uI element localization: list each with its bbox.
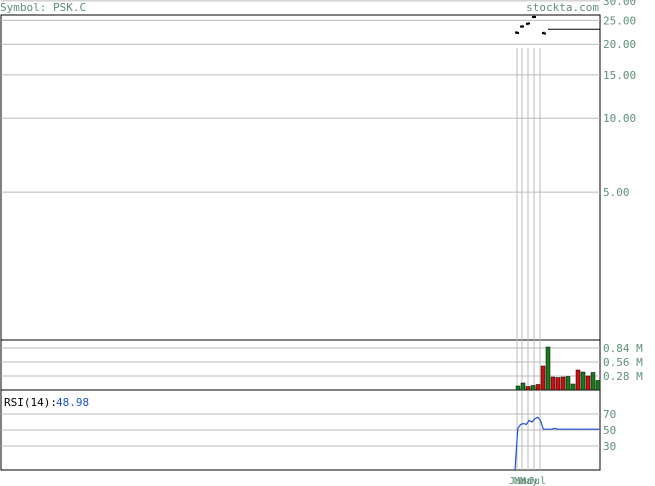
rsi-axis: 30 50 70	[603, 408, 616, 453]
volume-tick-label: 0.56 M	[603, 356, 643, 369]
price-tick-label: 10.00	[603, 112, 636, 125]
x-tick-label: Jul	[528, 476, 546, 486]
rsi-tick-label: 70	[603, 408, 616, 421]
rsi-label: RSI(14):	[4, 396, 57, 409]
x-tick-label: Mar	[514, 476, 532, 486]
volume-bar	[540, 365, 546, 391]
price-tick-label: 15.00	[603, 69, 636, 82]
volume-bar	[580, 371, 586, 391]
rsi-value: 48.98	[56, 396, 89, 409]
price-tick-label: 5.00	[603, 186, 630, 199]
volume-bar	[515, 385, 521, 391]
price-tick-label: 25.00	[603, 14, 636, 27]
volume-grid	[1, 347, 600, 377]
price-grid	[1, 0, 600, 193]
x-tick-label: May	[520, 476, 538, 486]
rsi-tick-label: 30	[603, 440, 616, 453]
volume-bar	[535, 384, 541, 391]
volume-axis: 0.28 M0.56 M0.84 M	[603, 342, 643, 383]
volume-bar	[575, 369, 581, 391]
volume-bar	[595, 380, 601, 391]
site-label[interactable]: stockta.com	[526, 1, 599, 14]
volume-series	[515, 346, 601, 391]
volume-bar	[525, 386, 531, 391]
volume-bar	[555, 377, 561, 391]
rsi-tick-label: 50	[603, 424, 616, 437]
price-tick-label: 30.00	[603, 0, 636, 8]
symbol-label: Symbol: PSK.C	[0, 1, 86, 14]
volume-bar	[530, 385, 536, 391]
x-tick-label: Jan	[509, 476, 527, 486]
volume-bar	[590, 372, 596, 391]
volume-bar	[545, 346, 551, 391]
volume-bar	[550, 376, 556, 391]
volume-bar	[585, 375, 591, 391]
price-panel-frame	[0, 14, 601, 341]
volume-bar	[520, 382, 526, 391]
rsi-line	[514, 416, 600, 471]
rsi-grid	[1, 413, 600, 447]
volume-tick-label: 0.28 M	[603, 370, 643, 383]
price-tick-label: 20.00	[603, 38, 636, 51]
price-series	[515, 15, 546, 35]
volume-bar	[560, 376, 566, 391]
volume-tick-label: 0.84 M	[603, 342, 643, 355]
vertical-grid	[516, 48, 541, 470]
rsi-series	[514, 416, 600, 471]
volume-bar	[565, 376, 571, 391]
volume-bar	[570, 383, 576, 391]
